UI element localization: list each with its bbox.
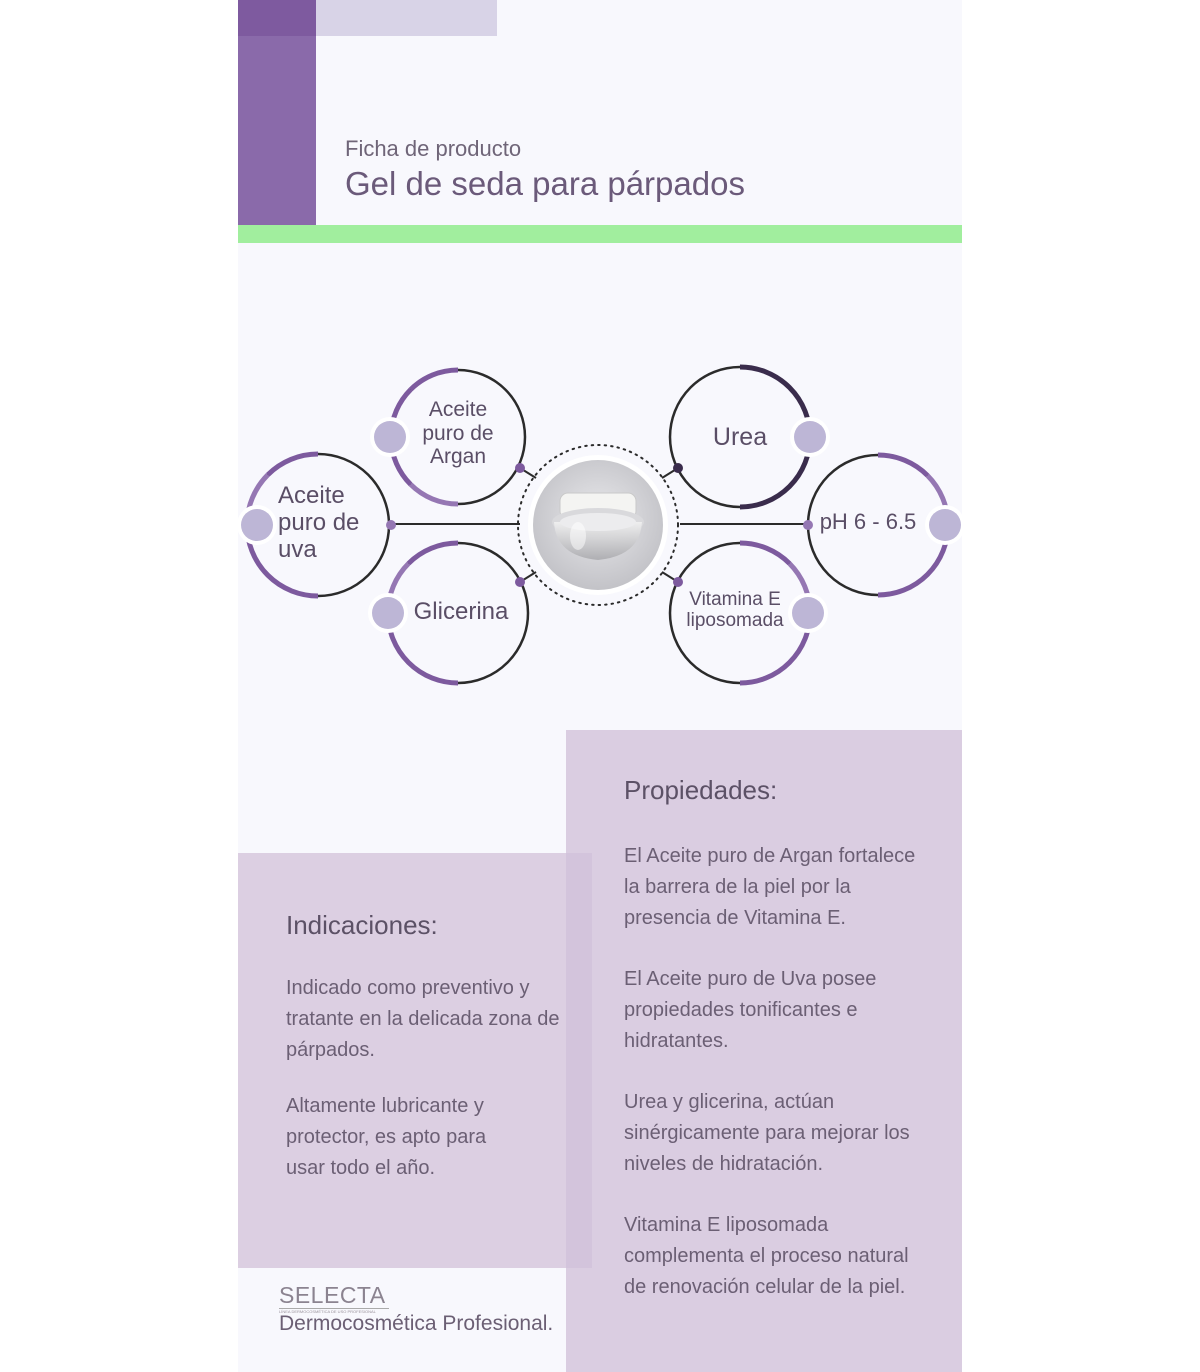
ingredient-label-glicerina: Glicerina — [413, 598, 509, 625]
ingredient-label-vitamina: Vitamina E liposomada — [686, 589, 784, 632]
indicaciones-panel — [238, 853, 592, 1268]
ph-node — [803, 452, 962, 598]
propiedades-title: Propiedades: — [624, 775, 778, 805]
vitamina-node — [668, 540, 828, 686]
ingredient-label-uva: Aceite puro de uva — [278, 482, 360, 563]
brand-logo: SELECTA — [279, 1282, 386, 1308]
propiedades-panel — [566, 730, 962, 1372]
indicaciones-title: Indicaciones: — [286, 910, 438, 940]
product-sheet: Ficha de producto Gel de seda para párpa… — [238, 0, 962, 1372]
glicerina-node — [368, 540, 530, 686]
product-jar-icon — [552, 492, 644, 560]
header-divider — [238, 225, 962, 243]
uva-node — [238, 451, 396, 599]
argan-node — [370, 367, 527, 507]
header-subtitle: Ficha de producto — [345, 136, 522, 161]
ingredient-label-argan: Aceite puro de Argan — [422, 398, 494, 469]
propiedades-paragraph-1: El Aceite puro de Argan fortalece la bar… — [624, 845, 916, 929]
page-title: Gel de seda para párpados — [345, 165, 745, 202]
brand-tagline: Dermocosmética Profesional. — [279, 1312, 554, 1335]
center-dotted-ring — [517, 444, 679, 606]
ingredient-label-urea: Urea — [712, 423, 768, 451]
diagram-graphics — [238, 364, 962, 686]
panel-overlap — [566, 853, 592, 1268]
indicaciones-paragraph-1: Indicado como preventivo y tratante en l… — [286, 977, 560, 1061]
propiedades-paragraph-2: El Aceite puro de Uva posee propiedades … — [624, 968, 877, 1052]
header-left-bar — [238, 0, 316, 225]
header-tab-decoration — [316, 0, 497, 36]
propiedades-paragraph-3: Urea y glicerina, actúan sinérgicamente … — [624, 1091, 910, 1175]
header-left-bar-top — [238, 0, 316, 36]
ingredients-diagram: Aceite puro de Argan Aceite puro de uva … — [238, 350, 962, 700]
propiedades-paragraph-4: Vitamina E liposomada complementa el pro… — [624, 1214, 909, 1298]
urea-node — [668, 364, 830, 510]
brand-logo-subtext: LÍNEA DERMOCOSMÉTICA DE USO PROFESIONAL — [279, 1308, 389, 1314]
indicaciones-paragraph-2: Altamente lubricante y protector, es apt… — [286, 1095, 487, 1179]
ingredient-label-ph: pH 6 - 6.5 — [819, 509, 917, 534]
